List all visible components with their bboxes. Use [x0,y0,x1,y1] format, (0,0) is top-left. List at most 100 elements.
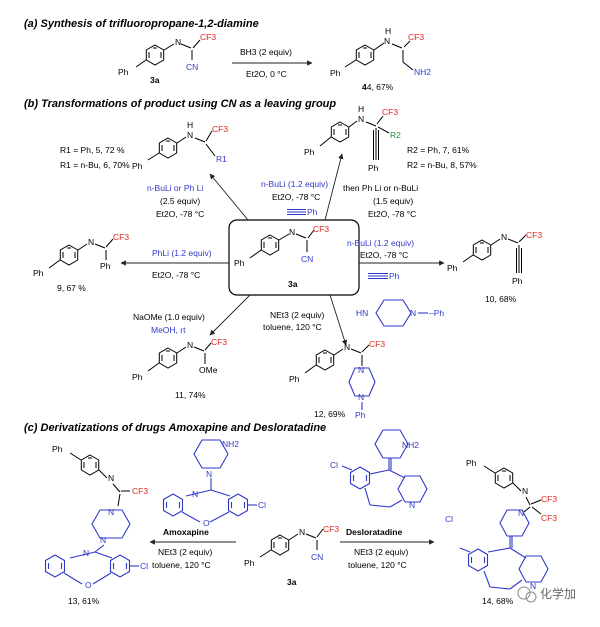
svg-text:CF3: CF3 [541,513,557,523]
equiv-upper-left: (2.5 equiv) [160,196,200,206]
conditions-desloratadine: toluene, 120 °C [348,560,407,570]
label-4: 44, 67% [362,82,394,92]
arrow-lower-left [209,294,251,336]
svg-text:CF3: CF3 [369,339,385,349]
svg-text:Ph: Ph [100,261,111,271]
equiv-upper-right: (1.5 equiv) [373,196,413,206]
svg-text:N: N [187,340,193,350]
svg-text:Ph: Ph [33,268,44,278]
label-3a-c: 3a [287,577,297,587]
svg-text:N: N [409,500,415,510]
svg-text:Ph: Ph [52,444,63,454]
svg-text:Cl: Cl [258,500,266,510]
svg-text:N: N [344,342,350,352]
svg-text:NH2: NH2 [402,440,419,450]
watermark-text: 化学加 [540,586,576,601]
svg-text:H: H [187,120,193,130]
reagent-right: n-BuLi (1.2 equiv) [347,238,414,248]
svg-text:CF3: CF3 [541,494,557,504]
svg-text:N: N [501,232,507,242]
svg-text:Ph: Ph [304,147,315,157]
compound-3a-part-c: Ph N CF3 CN 3a [244,524,339,587]
label-9: 9, 67 % [57,283,86,293]
svg-text:N: N [192,489,198,499]
svg-text:N: N [358,114,364,124]
reagent-desloratadine: NEt3 (2 equiv) [354,547,408,557]
svg-text:CF3: CF3 [408,32,424,42]
compound-3a-part-a: Ph N CF3 CN 3a [118,32,216,85]
svg-text:Ph: Ph [466,458,477,468]
conditions-right: Et2O, -78 °C [360,250,408,260]
svg-text:Cl: Cl [140,561,148,571]
svg-text:CF3: CF3 [211,337,227,347]
svg-text:CF3: CF3 [212,124,228,134]
svg-text:Ph: Ph [132,161,143,171]
svg-text:HN: HN [356,308,368,318]
svg-text:O: O [85,580,92,590]
svg-text:N: N [187,130,193,140]
svg-text:OMe: OMe [199,365,218,375]
reagent-part-a: BH3 (2 equiv) [240,47,292,57]
arrow-lower-right [329,294,348,346]
atom-n: N [175,37,181,47]
r2-nbu-line: R2 = n-Bu, 8, 57% [407,160,477,170]
compound-3a-center: Ph N CF3 CN 3a [234,224,329,289]
svg-text:N: N [88,237,94,247]
svg-text:N: N [100,535,106,545]
r1-nbu-line: R1 = n-Bu, 6, 70% [60,160,130,170]
svg-text:NH2: NH2 [222,439,239,449]
phenylpiperazine: HN N –Ph [356,299,444,327]
svg-text:N: N [522,486,528,496]
compound-11: Ph N CF3 OMe [132,337,227,382]
svg-text:Cl: Cl [330,460,338,470]
svg-text:H: H [358,104,364,114]
svg-text:–Ph: –Ph [429,308,444,318]
atom-cf3: CF3 [200,32,216,42]
svg-text:N: N [83,548,89,558]
solvent-lower-left: MeOH, rt [151,325,186,335]
svg-text:CN: CN [301,254,313,264]
header-part-b: (b) Transformations of product using CN … [24,98,336,110]
center-box-3a [228,219,360,296]
conditions-lower-right: toluene, 120 °C [263,322,322,332]
amoxapine-structure: NH2 N N O Cl [162,439,266,528]
arrow-upper-right [324,153,344,221]
arrow-upper-left [209,173,249,221]
label-12: 12, 69% [314,409,346,419]
svg-text:CF3: CF3 [132,486,148,496]
svg-text:Ph: Ph [307,207,318,217]
svg-text:NH2: NH2 [414,67,431,77]
svg-text:CF3: CF3 [526,230,542,240]
compound-13: Ph N CF3 N N N O Cl [44,444,148,590]
svg-text:N: N [206,469,212,479]
svg-text:Cl: Cl [445,514,453,524]
compound-14: Ph N CF3 CF3 N N Cl [445,458,557,591]
conditions-left: Et2O, -78 °C [152,270,200,280]
conditions-upper-left: Et2O, -78 °C [156,209,204,219]
svg-text:CF3: CF3 [323,524,339,534]
svg-text:CF3: CF3 [313,224,329,234]
header-part-c: (c) Derivatizations of drugs Amoxapine a… [24,422,326,434]
svg-text:N: N [289,227,295,237]
r2-ph-line: R2 = Ph, 7, 61% [407,145,470,155]
compound-7-8: Ph N H CF3 R2 Ph [304,104,401,173]
conditions2-upper-right: Et2O, -78 °C [368,209,416,219]
svg-text:N: N [358,365,364,375]
compound-10: Ph N CF3 Ph [447,230,542,286]
reagent-upper-left: n-BuLi or Ph Li [147,183,203,193]
svg-text:CN: CN [311,552,323,562]
label-14: 14, 68% [482,596,514,606]
compound-12: Ph N CF3 N N Ph [289,339,385,420]
svg-text:Ph: Ph [330,68,341,78]
reagent-upper-right: n-BuLi (1.2 equiv) [261,179,328,189]
svg-text:N: N [108,507,114,517]
svg-text:Ph: Ph [244,558,255,568]
drug-amoxapine: Amoxapine [163,527,209,537]
header-part-a: (a) Synthesis of trifluoropropane-1,2-di… [24,18,259,30]
r1-ph-line: R1 = Ph, 5, 72 % [60,145,125,155]
desloratadine-structure: NH2 N Cl [330,429,428,510]
svg-text:N: N [108,473,114,483]
label-10: 10, 68% [485,294,517,304]
alkyne-upper-right: Ph [287,207,318,217]
